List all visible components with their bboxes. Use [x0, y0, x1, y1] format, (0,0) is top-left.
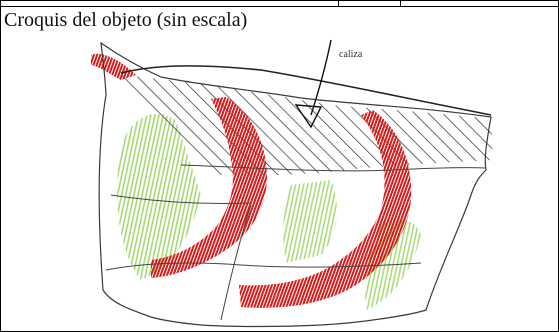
- red-band-right: [239, 110, 412, 308]
- top-edge-scribble: [120, 65, 492, 116]
- green-area-left: [117, 114, 201, 280]
- table-top-row: [1, 1, 558, 7]
- contour-line: [105, 262, 422, 271]
- object-outline: [98, 41, 492, 328]
- contour-line: [220, 204, 252, 321]
- red-band-left: [151, 97, 267, 278]
- arrow-line: [310, 39, 332, 116]
- contour-line: [110, 194, 252, 205]
- column-divider: [338, 1, 339, 6]
- arrow-head: [294, 104, 323, 129]
- object-sketch: caliza: [91, 39, 493, 328]
- sketch-caption: Croquis del objeto (sin escala): [4, 9, 248, 31]
- red-band-top-left: [91, 53, 136, 80]
- limestone-label: caliza: [339, 49, 363, 60]
- column-divider: [400, 1, 401, 6]
- contour-line: [180, 164, 487, 172]
- green-area-center: [283, 180, 337, 263]
